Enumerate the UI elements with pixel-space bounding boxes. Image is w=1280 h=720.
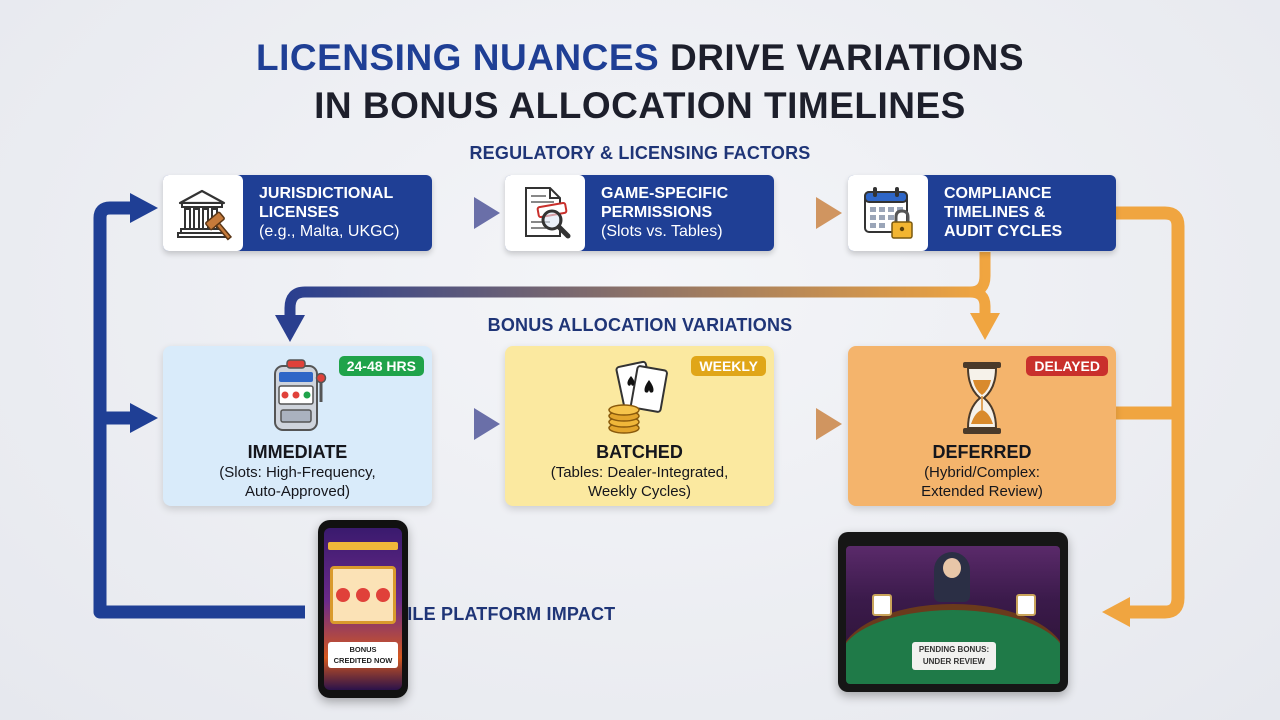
tablet-pending-banner: PENDING BONUS: UNDER REVIEW bbox=[912, 642, 996, 670]
cards-chips-icon bbox=[607, 360, 668, 434]
factor-title-l2: PERMISSIONS bbox=[601, 204, 713, 221]
card-desc-l2: Extended Review) bbox=[921, 483, 1043, 500]
title-highlight: LICENSING NUANCES bbox=[255, 37, 660, 78]
crossover-arrow bbox=[284, 252, 991, 318]
player-avatar bbox=[1016, 594, 1036, 616]
smartphone: BONUS CREDITED NOW bbox=[318, 520, 408, 698]
factor-title-l2: LICENSES bbox=[259, 204, 340, 221]
factor-title-l1: JURISDICTIONAL bbox=[259, 185, 394, 202]
section-label-variations: BONUS ALLOCATION VARIATIONS bbox=[487, 315, 793, 335]
page-title: LICENSING NUANCES DRIVE VARIATIONS IN BO… bbox=[0, 34, 1280, 130]
card-title: BATCHED bbox=[596, 442, 683, 462]
card-desc-l1: (Slots: High-Frequency, bbox=[219, 464, 376, 481]
factor-title-l1: GAME-SPECIFIC bbox=[601, 185, 729, 202]
phone-slot-reels bbox=[330, 566, 396, 624]
hourglass-icon bbox=[963, 362, 1001, 434]
card-title: DEFERRED bbox=[932, 442, 1032, 462]
strawberry-icon bbox=[376, 588, 390, 602]
badge-delayed: DELAYED bbox=[1026, 356, 1108, 376]
factor-game-specific-permissions: GAME-SPECIFIC PERMISSIONS (Slots vs. Tab… bbox=[505, 175, 774, 251]
section-label-mobile: MOBILE PLATFORM IMPACT bbox=[364, 604, 616, 624]
factor-title-l1: COMPLIANCE bbox=[944, 185, 1052, 202]
strawberry-icon bbox=[336, 588, 350, 602]
factor-compliance-timelines: COMPLIANCE TIMELINES & AUDIT CYCLES bbox=[848, 175, 1116, 251]
strawberry-icon bbox=[356, 588, 370, 602]
section-label-factors: REGULATORY & LICENSING FACTORS bbox=[469, 143, 811, 163]
tablet: PENDING BONUS: UNDER REVIEW bbox=[838, 532, 1068, 692]
slot-machine-icon bbox=[273, 359, 326, 431]
phone-screen: BONUS CREDITED NOW bbox=[324, 528, 402, 690]
card-desc-l1: (Tables: Dealer-Integrated, bbox=[550, 464, 729, 481]
calendar-lock-icon bbox=[864, 187, 913, 239]
card-batched: WEEKLY BATCHED (Tables: Dealer-Integrate… bbox=[505, 346, 774, 506]
card-immediate: 24-48 HRS IMMEDIATE (Slots: High-Frequen… bbox=[163, 346, 432, 506]
left-loop-arrow bbox=[93, 201, 305, 619]
badge-weekly: WEEKLY bbox=[691, 356, 766, 376]
factor-title-l2: TIMELINES & bbox=[944, 204, 1046, 221]
factor-note: (e.g., Malta, UKGC) bbox=[259, 223, 400, 240]
player-avatar bbox=[872, 594, 892, 616]
card-desc-l2: Weekly Cycles) bbox=[587, 483, 692, 500]
card-title: IMMEDIATE bbox=[247, 442, 348, 462]
factor-jurisdictional-licenses: JURISDICTIONAL LICENSES (e.g., Malta, UK… bbox=[163, 175, 432, 251]
card-deferred: DELAYED DEFERRED (Hybrid/Complex: Extend… bbox=[848, 346, 1116, 506]
title-line2: IN BONUS ALLOCATION TIMELINES bbox=[314, 85, 966, 126]
dealer-avatar bbox=[934, 552, 970, 602]
factor-title-l3: AUDIT CYCLES bbox=[944, 223, 1063, 240]
title-line1-rest: DRIVE VARIATIONS bbox=[659, 37, 1025, 78]
factor-note: (Slots vs. Tables) bbox=[601, 223, 723, 240]
tablet-screen: PENDING BONUS: UNDER REVIEW bbox=[846, 546, 1060, 684]
card-desc-l2: Auto-Approved) bbox=[244, 483, 351, 500]
courthouse-gavel-icon bbox=[177, 189, 233, 241]
phone-bonus-banner: BONUS CREDITED NOW bbox=[328, 642, 398, 668]
document-magnifier-icon bbox=[525, 187, 571, 239]
badge-24-48-hrs: 24-48 HRS bbox=[338, 356, 424, 376]
card-desc-l1: (Hybrid/Complex: bbox=[924, 464, 1040, 481]
